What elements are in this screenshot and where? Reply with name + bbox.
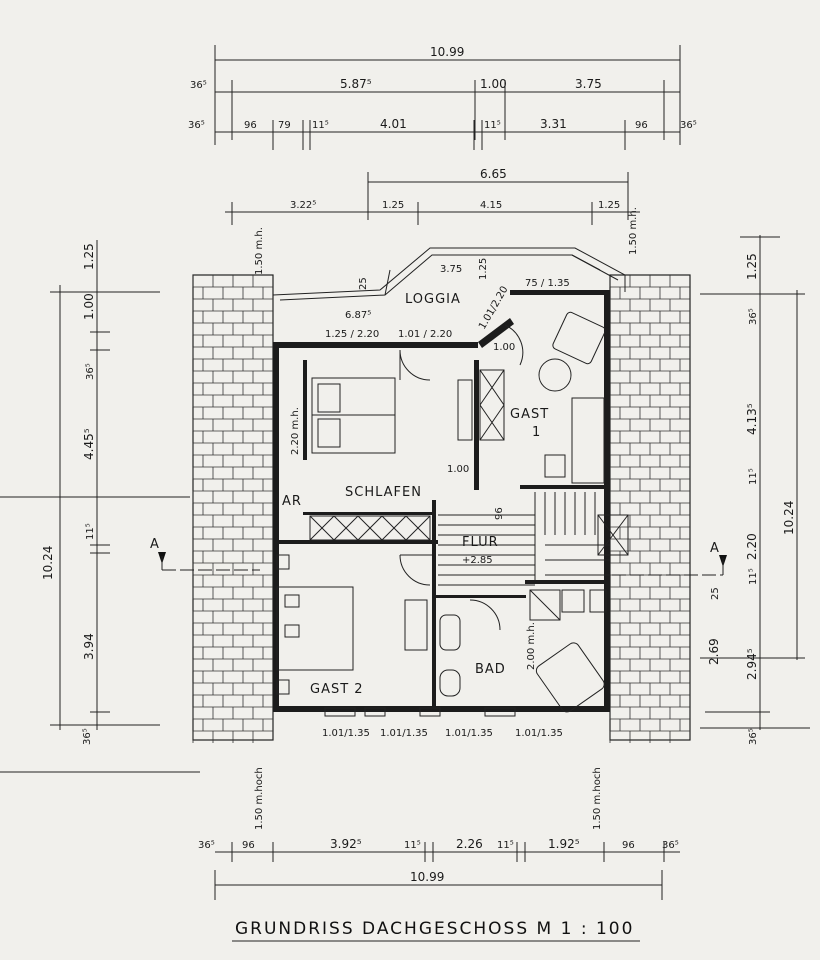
anno-height-tr: 1.50 m.h.	[628, 207, 639, 255]
plan-title-text: GRUNDRISS DACHGESCHOSS M 1 : 100	[235, 919, 634, 939]
dim-top-r3-c: 79	[278, 120, 291, 131]
anno-loggia-25: 25	[358, 277, 369, 290]
room-label-schlafen: SCHLAFEN	[345, 485, 422, 500]
dim-right-b: 36⁵	[748, 308, 759, 325]
dim-top-r2-c: 1.00	[480, 77, 507, 91]
dim-bot-r1-f: 11⁵	[497, 840, 514, 851]
section-label-left: A	[150, 537, 160, 552]
room-schlafen: 1.25 / 2.20 1.01 / 2.20 SCHLAFEN AR 2.20…	[282, 329, 473, 541]
dim-left-a: 1.25	[82, 243, 96, 270]
anno-height-tl: 1.50 m.h.	[254, 227, 265, 275]
anno-door-100-schlafen: 1.00	[447, 464, 469, 475]
dim-left-e: 11⁵	[85, 523, 96, 540]
room-gast-2: GAST 2	[276, 554, 428, 697]
room-label-bad: BAD	[475, 662, 506, 677]
bottom-dimensions: 36⁵ 96 3.92⁵ 11⁵ 2.26 11⁵ 1.92⁵ 96 36⁵ 1…	[198, 837, 680, 900]
dim-bot-r1-e: 2.26	[456, 837, 483, 851]
anno-window-b4: 1.01/1.35	[515, 728, 563, 739]
anno-window-b1: 1.01/1.35	[322, 728, 370, 739]
plan-title: GRUNDRISS DACHGESCHOSS M 1 : 100	[232, 919, 640, 942]
dim-top-r3-d: 11⁵	[312, 120, 329, 131]
dim-total-top: 10.99	[430, 45, 464, 59]
dim-right-a: 1.25	[745, 253, 759, 280]
room-label-gast2: GAST 2	[310, 682, 364, 697]
dim-right-e: 2.20	[745, 533, 759, 560]
dim-top-r5-c: 4.15	[480, 200, 502, 211]
anno-loggia-375: 3.75	[440, 264, 462, 275]
dim-right-f: 11⁵	[748, 568, 759, 585]
dim-right-j: 36⁵	[748, 728, 759, 745]
dim-bot-r1-h: 96	[622, 840, 635, 851]
dim-top-r3-i: 36⁵	[680, 120, 697, 131]
dim-bot-r1-d: 11⁵	[404, 840, 421, 851]
right-dimensions: 1.25 36⁵ 4.13⁵ 11⁵ 2.20 11⁵ 25 2.69 2.94…	[700, 235, 810, 745]
dim-left-c: 36⁵	[85, 363, 96, 380]
anno-stair-96: 96	[494, 507, 505, 520]
dim-top-r3-h: 96	[635, 120, 648, 131]
top-dimensions: 10.99 36⁵ 5.87⁵ 1.00 3.75 36⁵ 96 79 11⁵ …	[188, 45, 697, 225]
section-marker-right: A	[612, 541, 727, 576]
anno-height-br: 1.50 m.hoch	[592, 767, 603, 830]
dim-top-r2-a: 36⁵	[190, 80, 207, 91]
anno-loggia-687: 6.87⁵	[345, 310, 371, 321]
anno-window-101: 1.01 / 2.20	[398, 329, 452, 340]
dim-right-g: 25	[710, 587, 721, 600]
anno-window-b3: 1.01/1.35	[445, 728, 493, 739]
dim-bot-r1-a: 36⁵	[198, 840, 215, 851]
anno-window-125: 1.25 / 2.20	[325, 329, 379, 340]
dim-left-b: 1.00	[82, 293, 96, 320]
dim-bot-total: 10.99	[410, 870, 444, 884]
room-label-gast1-b: 1	[532, 425, 541, 440]
loggia-area: LOGGIA 6.87⁵ 3.75 25 1.25 75 / 1.35 1.01…	[272, 247, 626, 332]
dim-bot-r1-i: 36⁵	[662, 840, 679, 851]
dim-top-r4: 6.65	[480, 167, 507, 181]
anno-height-bl: 1.50 m.hoch	[254, 767, 265, 830]
dim-top-r5-d: 1.25	[598, 200, 620, 211]
dim-top-r5-a: 3.22⁵	[290, 200, 316, 211]
anno-bad-height: 2.00 m.h.	[526, 622, 537, 670]
section-marker-left: A	[150, 537, 260, 571]
dim-top-r3-g: 3.31	[540, 117, 567, 131]
dim-right-d: 11⁵	[748, 468, 759, 485]
room-label-gast1-a: GAST	[510, 407, 549, 422]
dim-left-g: 36⁵	[82, 728, 93, 745]
stair-and-flur: FLUR +2.85 96	[399, 492, 629, 586]
dim-right-total: 10.24	[782, 501, 796, 535]
dim-left-f: 3.94	[82, 633, 96, 660]
dim-top-r3-b: 96	[244, 120, 257, 131]
dim-right-c: 4.13⁵	[745, 403, 759, 435]
dim-top-r3-e: 4.01	[380, 117, 407, 131]
anno-door-100-gast1: 1.00	[493, 342, 515, 353]
dim-right-h: 2.69	[707, 638, 721, 665]
room-label-ar: AR	[282, 494, 302, 509]
anno-height-220: 2.20 m.h.	[290, 407, 301, 455]
dim-bot-r1-g: 1.92⁵	[548, 837, 580, 851]
anno-loggia-125: 1.25	[478, 258, 489, 280]
dim-left-total: 10.24	[41, 546, 55, 580]
section-label-right: A	[710, 541, 720, 556]
anno-flur-level: +2.85	[462, 555, 493, 566]
left-dimensions: 1.25 1.00 36⁵ 4.45⁵ 11⁵ 3.94 36⁵ 10.24	[0, 240, 200, 773]
room-bad: BAD 2.00 m.h.	[439, 589, 607, 713]
walls	[273, 290, 610, 712]
dim-bot-r1-b: 96	[242, 840, 255, 851]
anno-window-b2: 1.01/1.35	[380, 728, 428, 739]
room-label-flur: FLUR	[462, 535, 499, 550]
dim-right-i: 2.94⁵	[745, 648, 759, 680]
dim-top-r2-b: 5.87⁵	[340, 77, 372, 91]
room-label-loggia: LOGGIA	[405, 292, 461, 307]
dim-left-d: 4.45⁵	[82, 428, 96, 460]
dim-top-r3-a: 36⁵	[188, 120, 205, 131]
bottom-windows: 1.01/1.35 1.01/1.35 1.01/1.35 1.01/1.35	[322, 707, 563, 739]
dim-top-r5-b: 1.25	[382, 200, 404, 211]
room-gast-1: 1.00 GAST 1	[479, 311, 606, 484]
roof-hatch-left	[192, 274, 274, 743]
dim-bot-r1-c: 3.92⁵	[330, 837, 362, 851]
anno-window-75: 75 / 1.35	[525, 278, 570, 289]
dim-top-r2-d: 3.75	[575, 77, 602, 91]
roof-hatch-right	[609, 274, 691, 743]
dim-top-r3-f: 11⁵	[484, 120, 501, 131]
